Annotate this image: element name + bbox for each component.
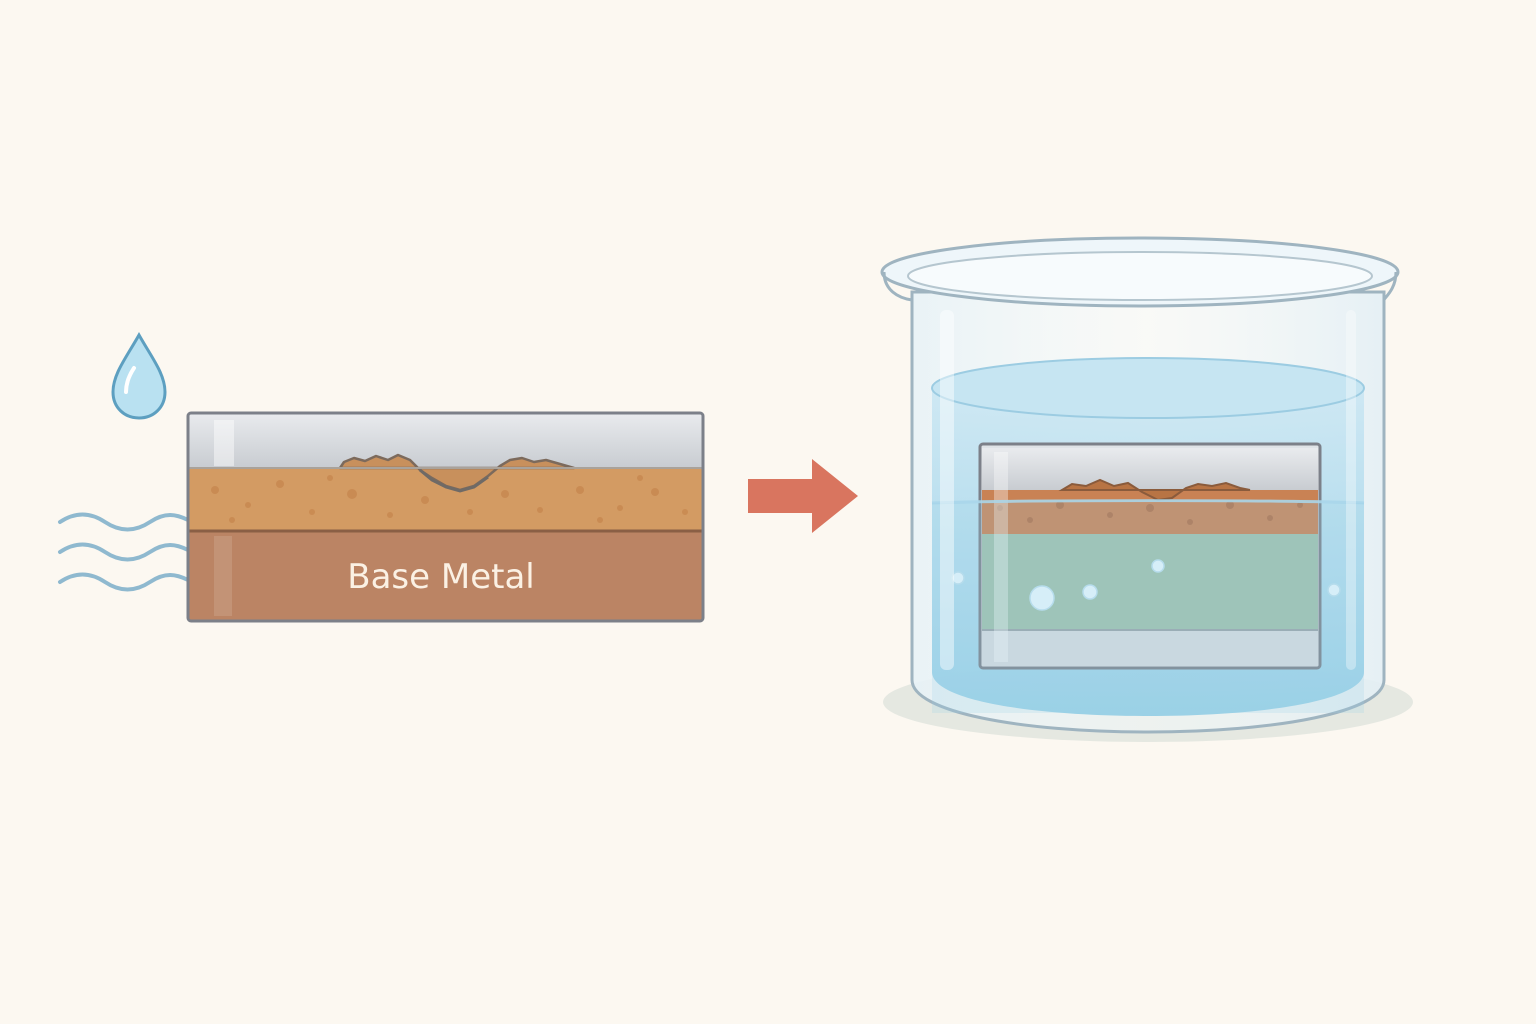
- water-surface: [931, 357, 1365, 419]
- base-metal-label: Base Metal: [347, 557, 534, 597]
- base-metal-layer: [188, 530, 703, 621]
- bubbles: [951, 559, 1341, 611]
- metal-sample: Base Metal: [186, 411, 705, 623]
- arrow-right-icon: [748, 459, 858, 533]
- submerged-coating-layer: [982, 448, 1318, 490]
- water-drop-icon: [111, 331, 167, 420]
- beaker-icon: [880, 236, 1413, 742]
- moisture-waves-icon: [58, 512, 190, 592]
- submerged-base-layer: [982, 534, 1318, 630]
- coating-layer: [188, 413, 703, 468]
